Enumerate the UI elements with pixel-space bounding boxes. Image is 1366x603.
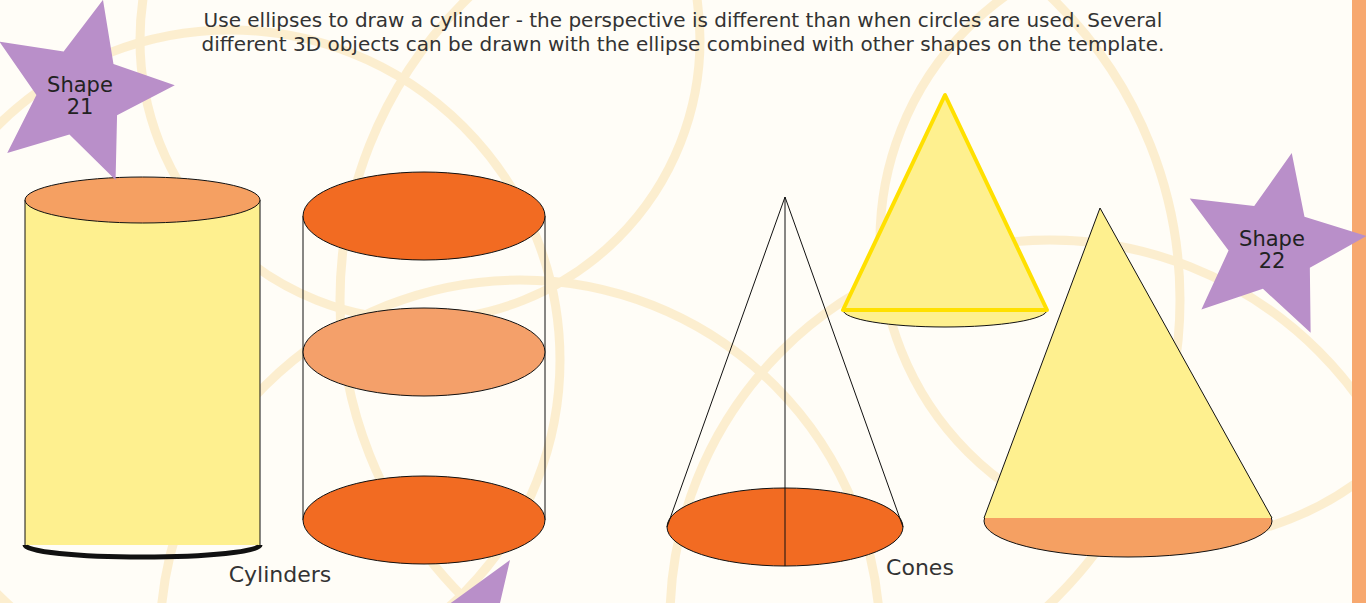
wireframe-cone [667, 197, 903, 566]
star-shape [1190, 153, 1366, 333]
shape-star: Shape 22 [1177, 151, 1366, 341]
side-bar [1352, 0, 1366, 603]
title: Use ellipses to draw a cylinder - the pe… [178, 8, 1188, 56]
wireframe-cylinder [303, 172, 545, 564]
solid-cylinder [25, 177, 260, 557]
star-label: Shape 21 [37, 74, 123, 118]
star-label: Shape 22 [1229, 228, 1315, 272]
small-cone [843, 95, 1047, 327]
caption-label: Cylinders [229, 562, 332, 587]
shape-star: Shape 21 [0, 0, 175, 187]
star-fragment [398, 560, 560, 603]
caption-label: Cones [886, 555, 954, 580]
star-shape [0, 0, 175, 180]
